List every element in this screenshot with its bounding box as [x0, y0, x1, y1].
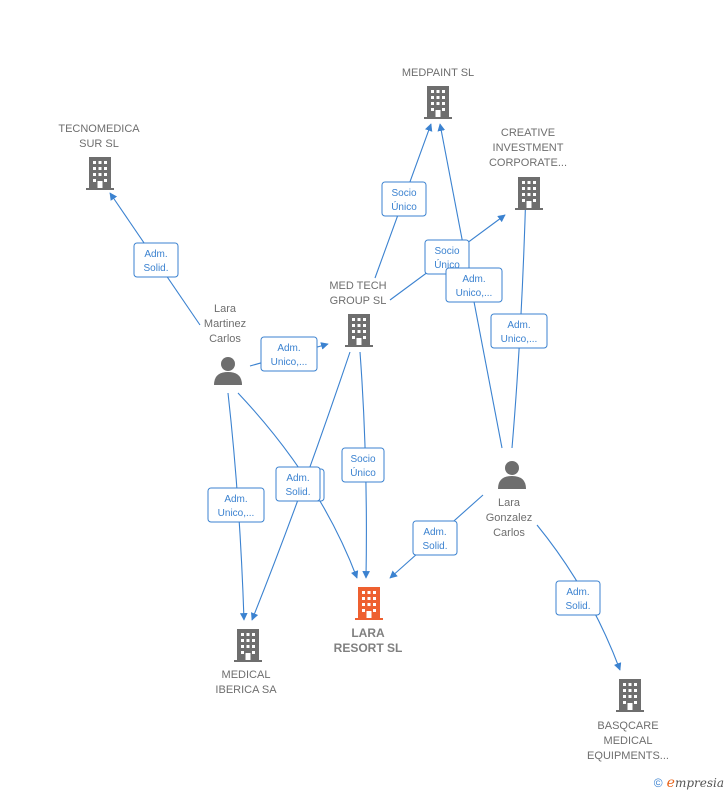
edge-label-text: Unico,... [271, 357, 308, 368]
edge-label-text: Único [350, 466, 376, 479]
edge-label-text: Solid. [565, 601, 590, 612]
edge-label-text: Adm. [224, 494, 247, 505]
building-icon [616, 679, 644, 712]
person-icon [498, 461, 526, 489]
node-medtech[interactable]: MED TECH GROUP SL [329, 280, 387, 347]
edge-label-e2[interactable]: Socio Único [381, 181, 427, 217]
node-label: Lara [214, 303, 237, 315]
node-label: IBERICA SA [215, 684, 277, 696]
node-tecnomedica[interactable]: TECNOMEDICA SUR SL [58, 123, 140, 190]
edge-label-text: Adm. [277, 343, 300, 354]
node-label: BASQCARE [597, 720, 658, 732]
edge-label-text: Solid. [143, 263, 168, 274]
edge-label-text: Socio [434, 246, 459, 257]
node-label: MEDICAL [604, 735, 653, 747]
node-label: MED TECH [329, 280, 386, 292]
node-label: MEDICAL [222, 669, 271, 681]
edge-label-e1[interactable]: Adm. Solid. [133, 242, 179, 278]
edge-label-text: Socio [391, 188, 416, 199]
building-icon [234, 629, 262, 662]
edge-label-text: Único [391, 200, 417, 213]
edge-labels: Adm. Solid. Socio Único Socio Único Adm.… [133, 181, 601, 616]
node-label: Gonzalez [486, 512, 532, 524]
edge-label-text: Unico,... [501, 334, 538, 345]
node-label: GROUP SL [330, 295, 387, 307]
edge-label-e7[interactable]: Adm. Unico,... [207, 487, 265, 523]
node-lara-martinez[interactable]: Lara Martinez Carlos [204, 303, 246, 385]
node-label: MEDPAINT SL [402, 67, 474, 79]
edge-label-text: Solid. [422, 541, 447, 552]
edge-label-text: Adm. [286, 473, 309, 484]
edge-label-text: Unico,... [456, 288, 493, 299]
node-label: Martinez [204, 318, 246, 330]
building-icon [345, 314, 373, 347]
node-lara-gonzalez[interactable]: Lara Gonzalez Carlos [486, 461, 532, 539]
edge-label-text: Adm. [507, 320, 530, 331]
node-label: Carlos [209, 333, 241, 345]
edge-label-text: Adm. [566, 587, 589, 598]
node-label: LARA [351, 626, 385, 640]
edge-label-e5[interactable]: Adm. Unico,... [490, 313, 548, 349]
node-medical-iberica[interactable]: MEDICAL IBERICA SA [215, 629, 277, 696]
building-icon [355, 587, 383, 620]
person-icon [214, 357, 242, 385]
edge-label-e11[interactable]: Adm. Solid. [555, 580, 601, 616]
edge-label-text: Adm. [423, 527, 446, 538]
node-label: SUR SL [79, 138, 119, 150]
node-label: EQUIPMENTS... [587, 750, 669, 762]
brand-name: mpresia [674, 776, 724, 790]
building-icon [424, 86, 452, 119]
node-label: RESORT SL [334, 641, 403, 655]
edge-label-text: Unico,... [218, 508, 255, 519]
edge-label-text: Socio [350, 454, 375, 465]
edge-label-e8[interactable]: Adm. Solid. [275, 466, 325, 502]
edge-label-text: Adm. [144, 249, 167, 260]
node-medpaint[interactable]: MEDPAINT SL [402, 67, 474, 119]
node-basqcare[interactable]: BASQCARE MEDICAL EQUIPMENTS... [587, 679, 669, 762]
node-label: CORPORATE... [489, 157, 567, 169]
edge-label-text: Solid. [285, 487, 310, 498]
brand-e: e [666, 775, 675, 791]
edge-label-e10[interactable]: Adm. Solid. [412, 520, 458, 556]
building-icon [515, 177, 543, 210]
building-icon [86, 157, 114, 190]
node-label: Carlos [493, 527, 525, 539]
edge-label-e6[interactable]: Adm. Unico,... [260, 336, 318, 372]
edge-label-e4[interactable]: Adm. Unico,... [445, 267, 503, 303]
node-label: TECNOMEDICA [58, 123, 140, 135]
node-label: Lara [498, 497, 521, 509]
node-lara-resort[interactable]: LARA RESORT SL [334, 587, 403, 655]
brand-logo[interactable]: ©empresia [654, 775, 724, 791]
node-creative[interactable]: CREATIVE INVESTMENT CORPORATE... [489, 127, 567, 210]
nodes: TECNOMEDICA SUR SL MEDPAINT SL CREATIVE … [58, 67, 669, 762]
edge-label-e9[interactable]: Socio Único [341, 447, 385, 483]
copyright-symbol: © [653, 776, 663, 790]
edge-label-text: Adm. [462, 274, 485, 285]
node-label: CREATIVE [501, 127, 555, 139]
node-label: INVESTMENT [493, 142, 564, 154]
